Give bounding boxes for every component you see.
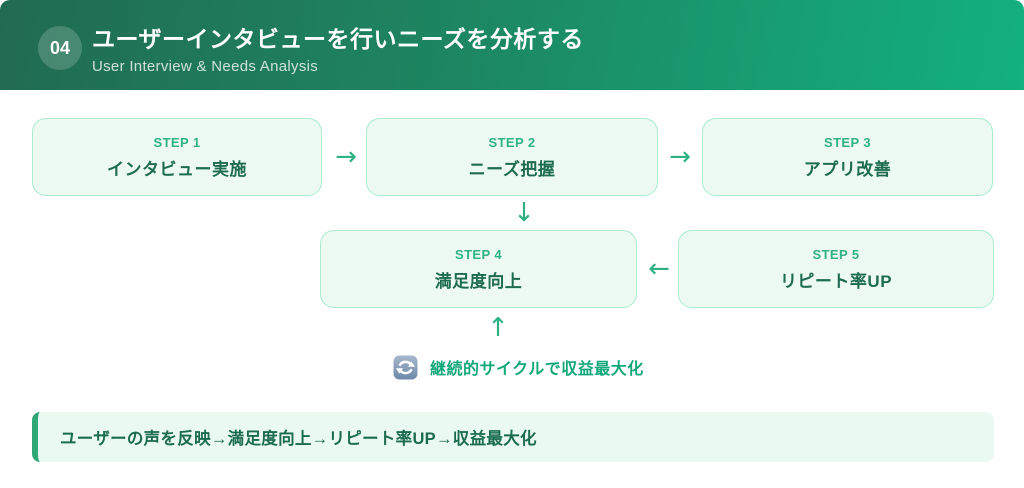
- arrow-right-icon: →: [335, 142, 357, 172]
- page-title: ユーザーインタビューを行いニーズを分析する: [92, 26, 584, 52]
- step-box-5: STEP 5 リピート率UP: [678, 230, 994, 308]
- header-band: 04 ユーザーインタビューを行いニーズを分析する User Interview …: [0, 0, 1024, 90]
- step-label: STEP 4: [455, 246, 502, 262]
- arrow-up-icon: ↑: [487, 313, 509, 343]
- step-label: STEP 2: [488, 134, 536, 150]
- step-title: アプリ改善: [803, 159, 892, 179]
- arrow-down-icon: ↓: [513, 198, 535, 228]
- summary-note: ユーザーの声を反映→満足度向上→リピート率UP→収益最大化: [32, 412, 994, 462]
- cycle-arrows-icon: [393, 355, 418, 379]
- step-label: STEP 1: [153, 134, 201, 150]
- step-box-3: STEP 3 アプリ改善: [702, 118, 993, 196]
- step-number: 04: [49, 37, 71, 58]
- step-label: STEP 5: [812, 246, 860, 262]
- step-title: ニーズ把握: [468, 159, 556, 179]
- step-box-1: STEP 1 インタビュー実施: [32, 118, 322, 196]
- arrow-right-icon: →: [669, 142, 691, 172]
- step-box-2: STEP 2 ニーズ把握: [366, 118, 658, 196]
- cycle-caption: 継続的サイクルで収益最大化: [393, 352, 644, 382]
- step-box-4: STEP 4 満足度向上: [320, 230, 637, 308]
- summary-note-text: ユーザーの声を反映→満足度向上→リピート率UP→収益最大化: [60, 430, 537, 448]
- step-title: 満足度向上: [434, 271, 523, 291]
- step-number-badge: 04: [38, 26, 82, 70]
- step-label: STEP 3: [824, 134, 871, 150]
- arrow-left-icon: ←: [648, 254, 670, 284]
- page-subtitle: User Interview & Needs Analysis: [92, 58, 319, 75]
- step-title: インタビュー実施: [107, 159, 247, 179]
- step-title: リピート率UP: [779, 271, 893, 291]
- cycle-caption-text: 継続的サイクルで収益最大化: [430, 361, 644, 378]
